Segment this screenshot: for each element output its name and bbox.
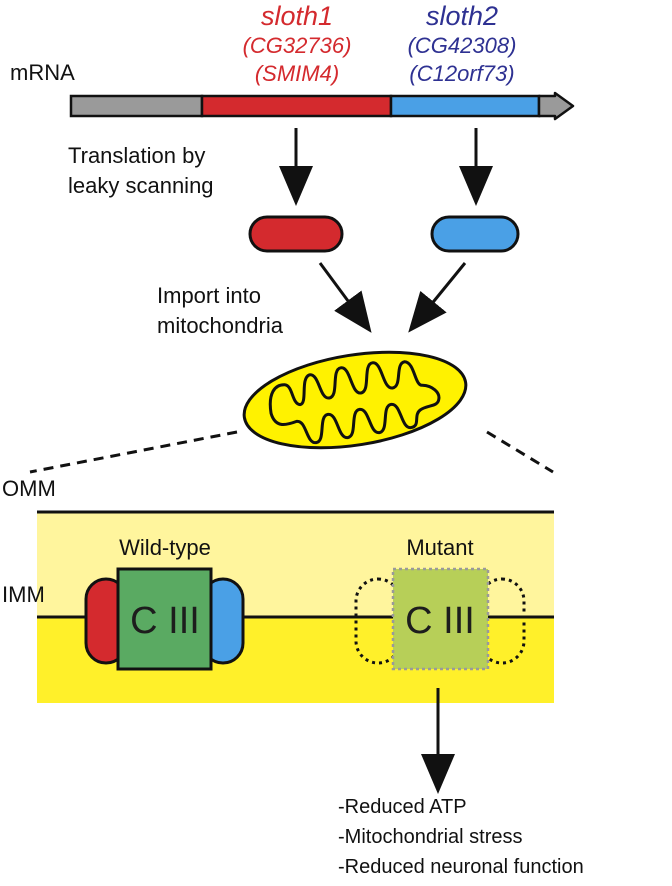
- mutant-complex-iii: [391, 567, 490, 671]
- zoom-line-left: [29, 430, 238, 474]
- import-label-line1: Import into: [157, 283, 261, 308]
- import-label-line2: mitochondria: [157, 313, 284, 338]
- wild-type-complex-iii: [116, 567, 213, 671]
- mrna-label: mRNA: [10, 60, 75, 85]
- sloth1-alias-cg: (CG32736): [243, 33, 352, 58]
- outcome-mitochondrial-stress: -Mitochondrial stress: [338, 826, 523, 848]
- translation-label-line2: leaky scanning: [68, 173, 214, 198]
- mutant-label: Mutant: [406, 535, 473, 560]
- sloth1-orf-segment: [200, 94, 393, 118]
- import-arrow-sloth1: [318, 262, 372, 333]
- wild-type-complex: C III: [84, 567, 245, 671]
- sloth2-alias-c12: (C12orf73): [409, 61, 514, 86]
- mrna-5utr-segment: [69, 94, 204, 118]
- import-arrow-sloth2: [408, 262, 467, 333]
- mrna-transcript: [69, 91, 575, 121]
- sloth2-alias-cg: (CG42308): [408, 33, 517, 58]
- sloth1-title: sloth1: [261, 1, 333, 31]
- mutant-complex-label: C III: [405, 600, 475, 642]
- imm-label: IMM: [2, 582, 45, 607]
- wild-type-label: Wild-type: [119, 535, 211, 560]
- mitochondrion: [242, 350, 468, 450]
- wild-type-complex-label: C III: [130, 600, 200, 642]
- omm-label: OMM: [2, 476, 56, 501]
- outcome-reduced-atp: -Reduced ATP: [338, 796, 467, 818]
- zoom-line-right: [486, 430, 554, 474]
- sloth2-title: sloth2: [426, 1, 498, 31]
- mrna-3utr-arrow: [537, 91, 575, 121]
- translation-label-line1: Translation by: [68, 143, 205, 168]
- mutant-sloth1-outline: [354, 577, 402, 665]
- sloth1-protein: [248, 215, 344, 253]
- sloth2-orf-segment: [389, 94, 541, 118]
- mitochondrion-cristae: [268, 360, 441, 445]
- sloth2-protein: [430, 215, 520, 253]
- outcome-reduced-neuronal-function: -Reduced neuronal function: [338, 856, 584, 878]
- sloth1-alias-smim: (SMIM4): [255, 61, 339, 86]
- mutant-complex: C III: [354, 567, 526, 671]
